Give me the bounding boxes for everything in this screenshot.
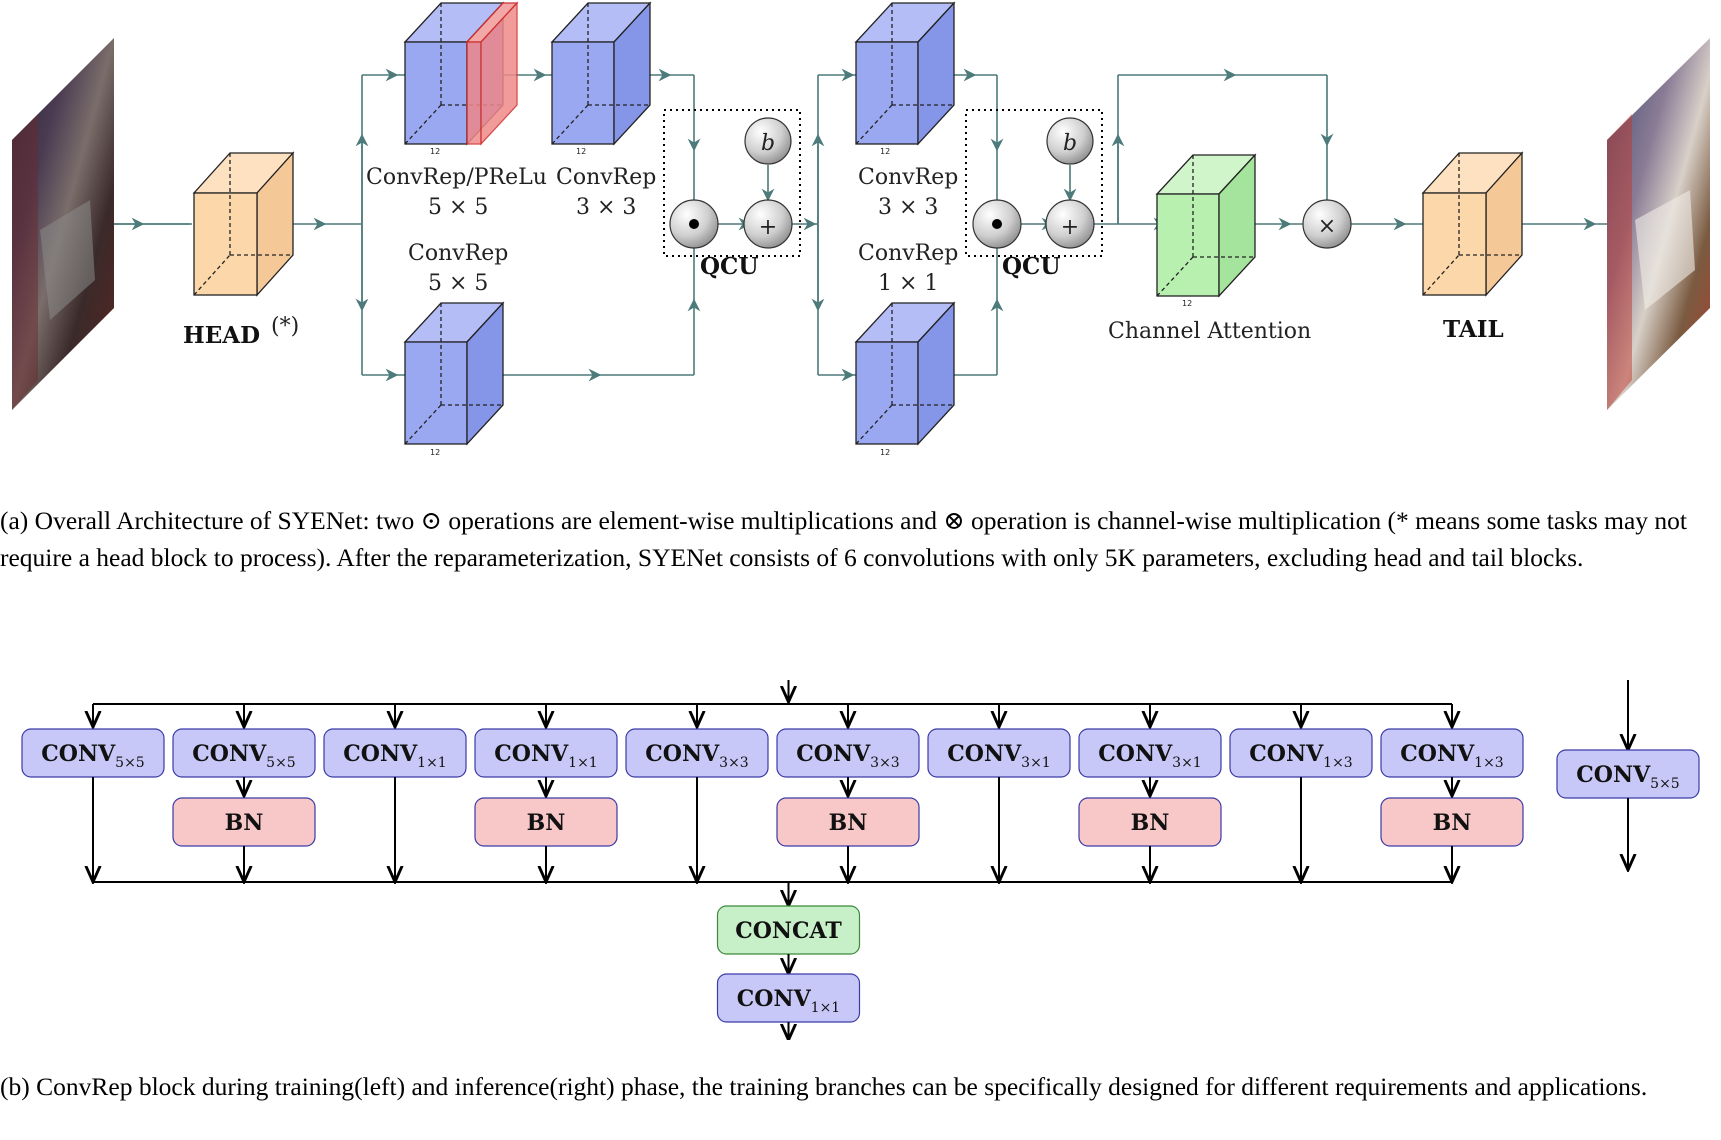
- bias-symbol: b: [761, 131, 775, 156]
- channel-count: 12: [880, 147, 890, 156]
- kernel-size: 1×1: [417, 755, 447, 771]
- conv-label: CONV1×1: [737, 986, 840, 1016]
- conv-branch: CONV1×3: [1229, 728, 1373, 778]
- channelwise-multiply-node: ×: [1302, 199, 1352, 249]
- bias-symbol: b: [1063, 131, 1077, 156]
- label-size: 3 × 3: [576, 195, 636, 220]
- conv-cube-3x3: [550, 1, 652, 146]
- qcu-label: QCU: [1002, 253, 1060, 280]
- label-convrep: ConvRep: [858, 165, 958, 190]
- label-convrep: ConvRep: [556, 165, 656, 190]
- conv-branch: CONV5×5: [172, 728, 316, 778]
- head-block: [192, 151, 295, 297]
- kernel-size: 3×3: [719, 755, 749, 771]
- conv-branch: CONV5×5: [21, 728, 165, 778]
- label-size: 5 × 5: [428, 271, 488, 296]
- label-convrep: ConvRep: [408, 241, 508, 266]
- plus-symbol: +: [1061, 215, 1079, 240]
- conv-branch: CONV1×3: [1380, 728, 1524, 778]
- bn-box-label: BN: [225, 810, 264, 836]
- caption-a: (a) Overall Architecture of SYENet: two …: [0, 506, 1688, 572]
- architecture-diagram: HEAD (*) 12 12 ConvRep/PReLu 5 × 5 ConvR…: [12, 1, 1710, 457]
- kernel-size: 3×1: [1021, 755, 1051, 771]
- conv-branch: CONV3×3: [776, 728, 920, 778]
- kernel-size: 1×1: [811, 1000, 841, 1016]
- bn-box: BN: [1078, 797, 1222, 847]
- conv-branch: CONV3×1: [927, 728, 1071, 778]
- channel-count: 12: [1182, 299, 1192, 308]
- kernel-size: 1×3: [1474, 755, 1504, 771]
- conv-branch: CONV1×1: [474, 728, 618, 778]
- conv-branch: CONV3×1: [1078, 728, 1222, 778]
- label-size: 1 × 1: [878, 271, 938, 296]
- caption-b: (b) ConvRep block during training(left) …: [0, 1072, 1648, 1101]
- tail-label: TAIL: [1443, 316, 1504, 343]
- bias-node: b: [744, 117, 792, 165]
- bn-box-label: BN: [1131, 810, 1170, 836]
- channel-count: 12: [880, 448, 890, 457]
- input-image: [12, 38, 114, 410]
- add-node: +: [743, 199, 793, 249]
- qcu-box: [965, 109, 1103, 257]
- kernel-size: 1×1: [568, 755, 598, 771]
- conv-inference: CONV5×5: [1556, 749, 1700, 799]
- add-node: +: [1045, 199, 1095, 249]
- elementwise-multiply-node: [669, 199, 719, 249]
- bn-box: BN: [474, 797, 618, 847]
- head-superscript: (*): [271, 314, 299, 339]
- conv-label: CONV3×3: [645, 741, 748, 771]
- conv-cube-3x3: [854, 1, 956, 146]
- kernel-size: 3×1: [1172, 755, 1202, 771]
- bn-box-label: BN: [829, 810, 868, 836]
- kernel-size: 5×5: [1650, 776, 1680, 792]
- conv-cube-5x5: [403, 301, 505, 446]
- conv-branch: CONV1×1: [323, 728, 467, 778]
- channel-count: 12: [430, 147, 440, 156]
- kernel-size: 5×5: [115, 755, 145, 771]
- bn-box-label: BN: [1433, 810, 1472, 836]
- kernel-size: 5×5: [266, 755, 296, 771]
- tail-block: [1421, 151, 1524, 297]
- label-convrep-prelu: ConvRep/PReLu: [366, 165, 547, 190]
- bn-box: BN: [172, 797, 316, 847]
- conv-branch: CONV3×3: [625, 728, 769, 778]
- bn-box: BN: [1380, 797, 1524, 847]
- channel-attention-block: [1155, 153, 1257, 298]
- bn-box-label: BN: [527, 810, 566, 836]
- label-size: 5 × 5: [428, 195, 488, 220]
- qcu-label: QCU: [700, 253, 758, 280]
- label-convrep: ConvRep: [858, 241, 958, 266]
- elementwise-multiply-node: [972, 199, 1022, 249]
- channel-attention-label: Channel Attention: [1108, 319, 1311, 344]
- head-label: HEAD: [183, 322, 260, 349]
- conv-cube-1x1: [854, 301, 956, 446]
- conv-final: CONV1×1: [716, 973, 861, 1023]
- kernel-size: 1×3: [1323, 755, 1353, 771]
- multiply-symbol: ×: [1318, 214, 1336, 239]
- concat-box: CONCAT: [716, 905, 861, 955]
- label-size: 3 × 3: [878, 195, 938, 220]
- conv-label: CONV1×1: [494, 741, 597, 771]
- plus-symbol: +: [759, 215, 777, 240]
- bn-box: BN: [776, 797, 920, 847]
- concat-box-label: CONCAT: [735, 918, 842, 944]
- channel-count: 12: [576, 147, 586, 156]
- qcu-box: [663, 109, 801, 257]
- bias-node: b: [1046, 117, 1094, 165]
- output-image: [1607, 38, 1710, 410]
- channel-count: 12: [430, 448, 440, 457]
- prelu-slab: [465, 1, 519, 146]
- kernel-size: 3×3: [870, 755, 900, 771]
